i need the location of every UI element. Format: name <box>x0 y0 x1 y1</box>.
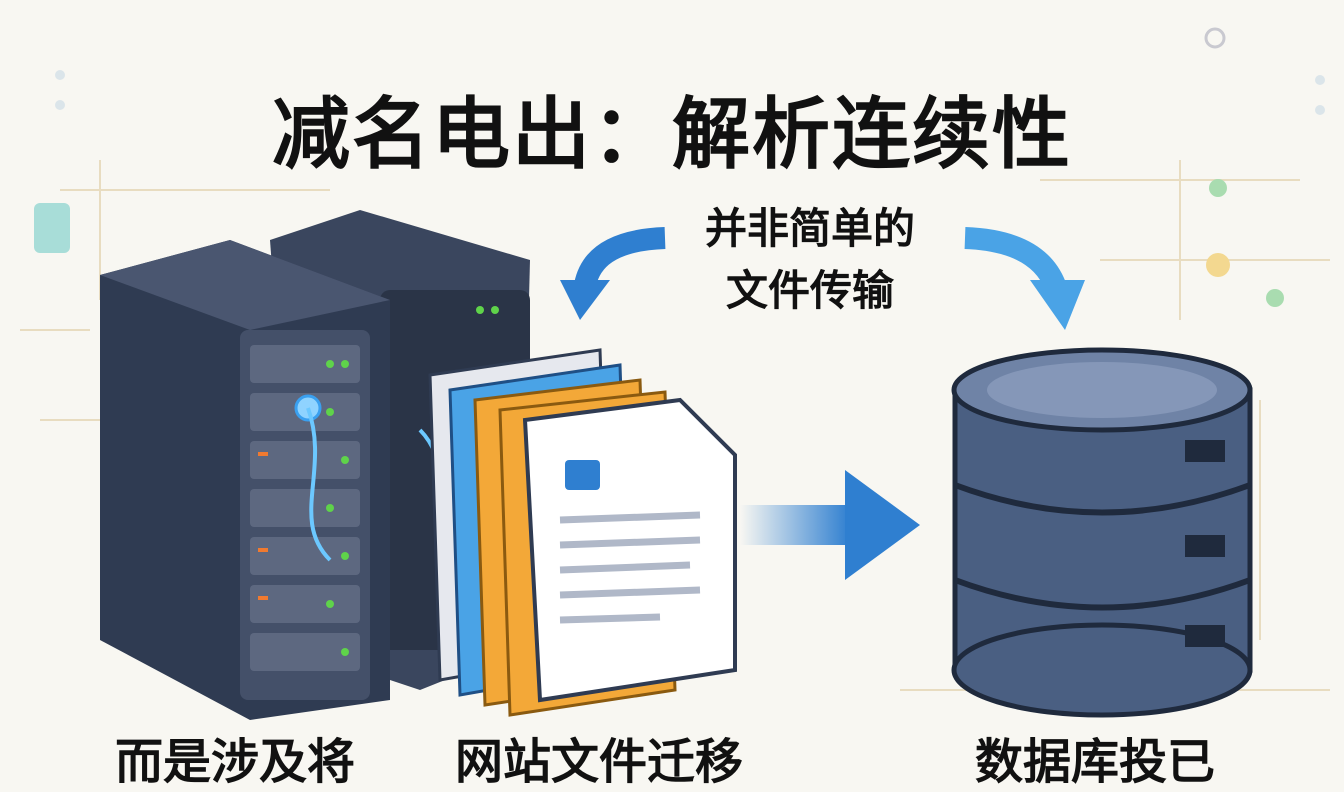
file-stack <box>428 348 737 717</box>
callout-text: 并非简单的 文件传输 <box>640 198 980 322</box>
bottom-label-3: 数据库投已 <box>975 734 1216 790</box>
bottom-label-2: 网站文件迁移 <box>455 734 744 790</box>
callout-line-2: 文件传输 <box>725 266 894 315</box>
illustration <box>100 210 1253 720</box>
bottom-label-1: 而是涉及将 <box>115 734 356 790</box>
database-icon <box>951 347 1253 718</box>
curved-arrow-right <box>964 227 1066 290</box>
page-title: 减名电出：解析连续性 <box>271 90 1072 180</box>
callout-line-1: 并非简单的 <box>704 204 915 253</box>
transfer-arrow <box>740 505 850 545</box>
server-rack-front <box>100 240 521 720</box>
curved-arrow-left <box>574 227 666 288</box>
